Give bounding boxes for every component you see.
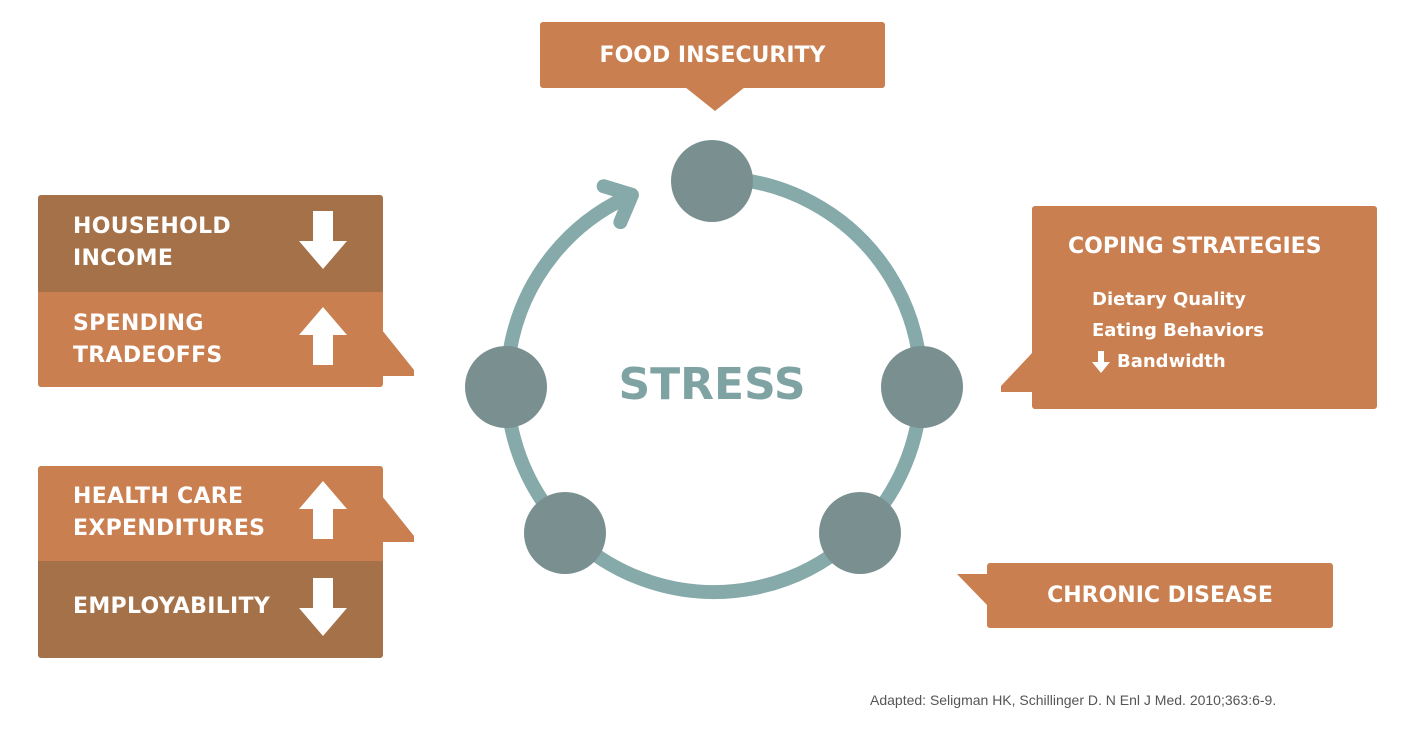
spending-tradeoffs-line1: SPENDING <box>73 311 204 336</box>
chronic-disease-pointer <box>957 574 988 606</box>
health-care-line2: EXPENDITURES <box>73 516 266 541</box>
node-left <box>465 346 547 428</box>
coping-pointer <box>1001 352 1033 392</box>
food-insecurity-label: FOOD INSECURITY <box>599 42 826 68</box>
arrow-down-icon <box>299 578 347 636</box>
health-care-pointer <box>382 496 414 542</box>
stress-cycle-ring <box>500 171 928 599</box>
citation: Adapted: Seligman HK, Schillinger D. N E… <box>870 692 1277 708</box>
health-care-line1: HEALTH CARE <box>73 484 244 509</box>
coping-item: Bandwidth <box>1117 351 1226 372</box>
coping-title: COPING STRATEGIES <box>1068 234 1322 259</box>
cycle-arrowhead-icon <box>596 179 639 230</box>
food-insecurity-pointer <box>685 87 745 111</box>
node-bottom-left <box>524 492 606 574</box>
coping-item: Eating Behaviors <box>1092 320 1264 341</box>
node-right <box>881 346 963 428</box>
arrow-down-icon <box>299 211 347 269</box>
health-care-row: HEALTH CARE EXPENDITURES <box>38 466 383 561</box>
food-insecurity-box: FOOD INSECURITY <box>540 22 885 88</box>
spending-tradeoffs-line2: TRADEOFFS <box>73 343 223 368</box>
coping-strategies-box: COPING STRATEGIES Dietary Quality Eating… <box>1032 206 1377 409</box>
node-top <box>671 140 753 222</box>
employability-label: EMPLOYABILITY <box>73 594 271 619</box>
chronic-disease-box: CHRONIC DISEASE <box>987 563 1333 628</box>
household-income-row: HOUSEHOLD INCOME <box>38 195 383 292</box>
spending-tradeoffs-row: SPENDING TRADEOFFS <box>38 292 383 387</box>
chronic-disease-label: CHRONIC DISEASE <box>1047 583 1273 608</box>
arrow-down-icon <box>1092 351 1110 373</box>
employability-row: EMPLOYABILITY <box>38 561 383 658</box>
node-bottom-right <box>819 492 901 574</box>
arrow-up-icon <box>299 307 347 365</box>
arrow-up-icon <box>299 481 347 539</box>
household-income-line2: INCOME <box>73 246 174 271</box>
coping-item: Dietary Quality <box>1092 289 1246 310</box>
stress-label: STRESS <box>618 359 805 410</box>
household-income-line1: HOUSEHOLD <box>73 214 231 239</box>
spending-tradeoffs-pointer <box>382 330 414 376</box>
